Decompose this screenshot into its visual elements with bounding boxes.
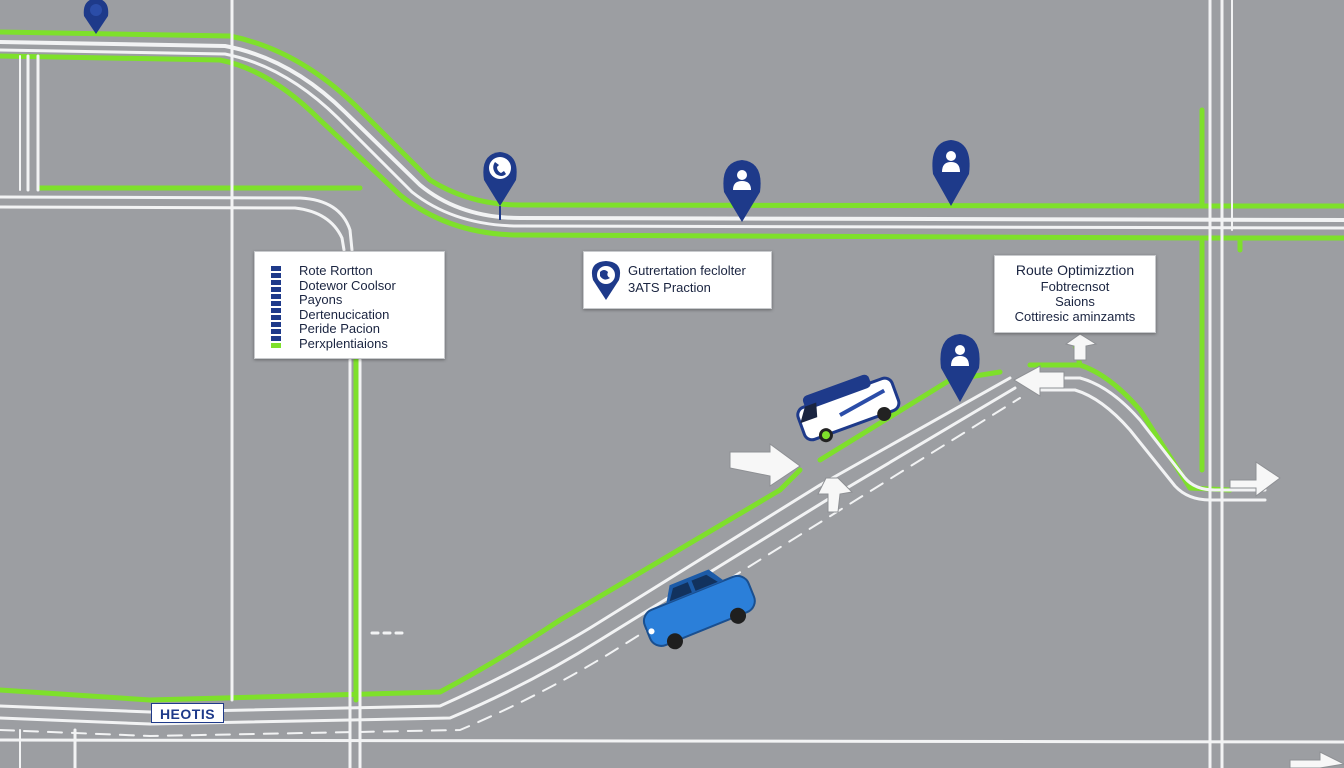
card-title: Route Optimizztion bbox=[1015, 262, 1135, 278]
direction-arrows bbox=[729, 333, 1344, 768]
person-pin-icon[interactable] bbox=[932, 140, 970, 206]
arrow-right-icon bbox=[1229, 461, 1281, 497]
progress-bars-icon bbox=[271, 266, 281, 350]
route-info-card[interactable]: Rote Rortton Dotewor Coolsor Payons Dert… bbox=[254, 251, 445, 359]
person-pin-icon[interactable] bbox=[940, 334, 980, 402]
arrow-left-icon bbox=[1012, 365, 1065, 397]
pin-icon[interactable] bbox=[83, 0, 109, 34]
arrow-up-icon bbox=[1064, 333, 1098, 361]
delivery-van[interactable] bbox=[792, 366, 903, 448]
card-line: Perxplentiaions bbox=[299, 335, 388, 351]
card-line: Fobtrecnsot bbox=[1040, 279, 1110, 294]
route-optimization-card[interactable]: Route Optimizztion Fobtrecnsot Saions Co… bbox=[994, 255, 1156, 333]
blue-car[interactable] bbox=[634, 557, 761, 656]
location-pins bbox=[83, 0, 980, 402]
card-line: Saions bbox=[1055, 294, 1095, 309]
globe-pin-icon bbox=[591, 261, 621, 300]
card-line: Cottiresic aminzamts bbox=[1014, 309, 1136, 324]
card-line: 3ATS Praction bbox=[628, 280, 711, 295]
location-info-card[interactable]: Gutrertation feclolter 3ATS Praction bbox=[583, 251, 772, 309]
card-line: Dertenucication bbox=[299, 306, 390, 322]
person-pin-icon[interactable] bbox=[723, 160, 761, 222]
card-line: Payons bbox=[299, 292, 343, 308]
phone-pin-icon[interactable] bbox=[483, 152, 517, 220]
card-line: Dotewor Coolsor bbox=[299, 277, 396, 293]
card-line: Gutrertation feclolter bbox=[628, 263, 746, 278]
arrow-right-icon bbox=[729, 443, 801, 487]
arrow-up-icon bbox=[817, 477, 854, 513]
card-line: Peride Pacion bbox=[299, 321, 380, 337]
road-name-sign: HEOTIS bbox=[151, 703, 224, 723]
arrow-right-icon bbox=[1289, 751, 1344, 768]
card-line: Rote Rortton bbox=[299, 263, 373, 278]
